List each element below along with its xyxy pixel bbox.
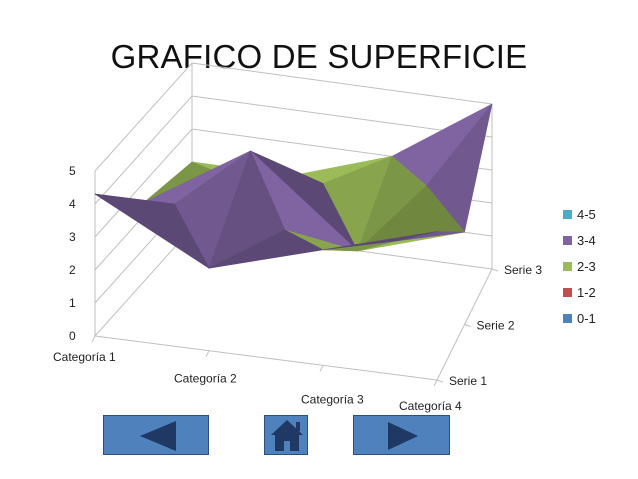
x-tick-label: Categoría 1 xyxy=(53,350,116,364)
legend-swatch xyxy=(563,210,572,219)
previous-button[interactable] xyxy=(103,415,209,455)
legend-swatch xyxy=(563,236,572,245)
z-tick-label: 5 xyxy=(69,164,76,178)
legend-label: 0-1 xyxy=(577,311,596,326)
x-tick-mark xyxy=(91,335,96,343)
x-tick-label: Categoría 3 xyxy=(301,392,364,406)
y-tick-mark xyxy=(491,268,499,272)
legend: 4-5 3-4 2-3 1-2 0-1 xyxy=(563,207,596,326)
y-tick-mark xyxy=(436,379,444,383)
home-button[interactable] xyxy=(264,415,308,455)
home-icon xyxy=(271,420,303,451)
x-tick-mark xyxy=(433,379,438,387)
y-tick-label: Serie 3 xyxy=(504,263,542,277)
y-tick-label: Serie 1 xyxy=(449,374,487,388)
y-tick-mark xyxy=(464,324,471,327)
legend-label: 3-4 xyxy=(577,233,596,248)
left-triangle-icon xyxy=(140,421,176,451)
z-tick-label: 4 xyxy=(69,197,76,211)
x-tick-label: Categoría 2 xyxy=(174,372,237,386)
surface-plot xyxy=(94,103,493,269)
legend-label: 4-5 xyxy=(577,207,596,222)
x-tick-label: Categoría 4 xyxy=(399,399,462,413)
page-title: GRAFICO DE SUPERFICIE xyxy=(110,38,528,75)
legend-swatch xyxy=(563,314,572,323)
surface-facet xyxy=(94,193,210,269)
z-tick-label: 3 xyxy=(69,230,76,244)
z-tick-label: 0 xyxy=(69,329,76,343)
x-tick-mark xyxy=(319,365,324,372)
right-triangle-icon xyxy=(388,422,418,450)
z-tick-label: 1 xyxy=(69,296,76,310)
legend-swatch xyxy=(563,262,572,271)
legend-label: 1-2 xyxy=(577,285,596,300)
x-tick-mark xyxy=(205,350,210,357)
x-axis-line xyxy=(94,335,438,381)
surface-facet xyxy=(322,231,438,251)
legend-swatch xyxy=(563,288,572,297)
z-tick-label: 2 xyxy=(69,263,76,277)
legend-label: 2-3 xyxy=(577,259,596,274)
surface-facet xyxy=(208,229,324,269)
next-button[interactable] xyxy=(353,415,450,455)
y-tick-label: Serie 2 xyxy=(477,319,515,333)
